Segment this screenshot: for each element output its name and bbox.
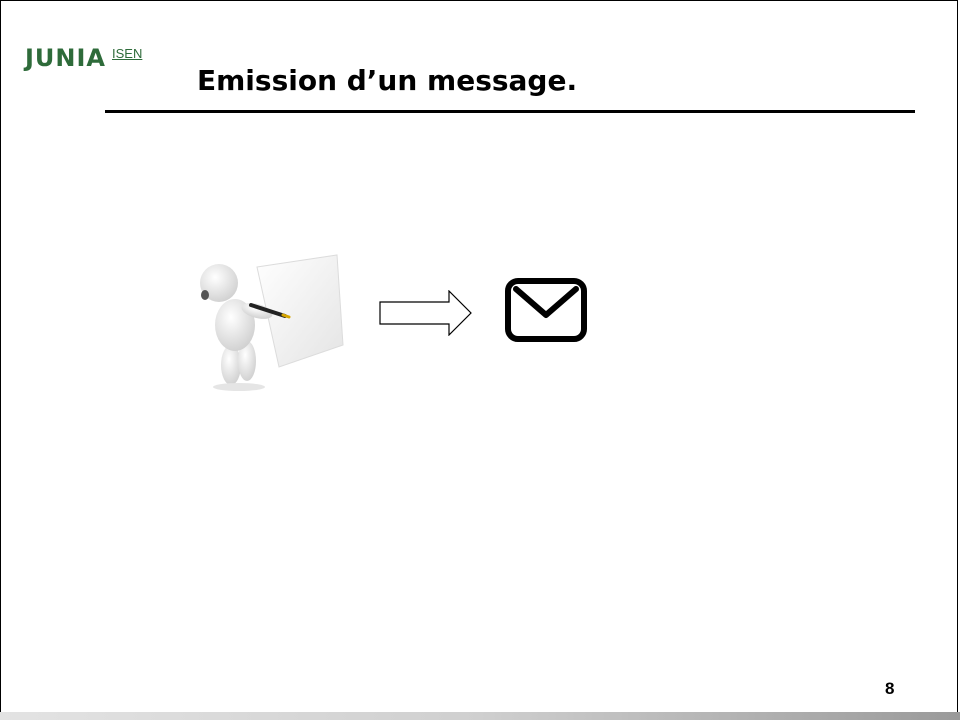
logo-subtitle: ISEN <box>112 46 143 61</box>
page-number: 8 <box>885 679 895 698</box>
footer-bar <box>0 712 960 720</box>
slide-title: Emission d’un message. <box>197 64 578 97</box>
logo-wordmark: JUNIA <box>25 44 107 72</box>
title-underline <box>105 110 915 113</box>
envelope-icon <box>505 278 587 342</box>
right-arrow-icon <box>379 290 472 336</box>
person-writing-icon <box>200 254 344 391</box>
junia-isen-logo: JUNIA ISEN <box>25 45 142 71</box>
